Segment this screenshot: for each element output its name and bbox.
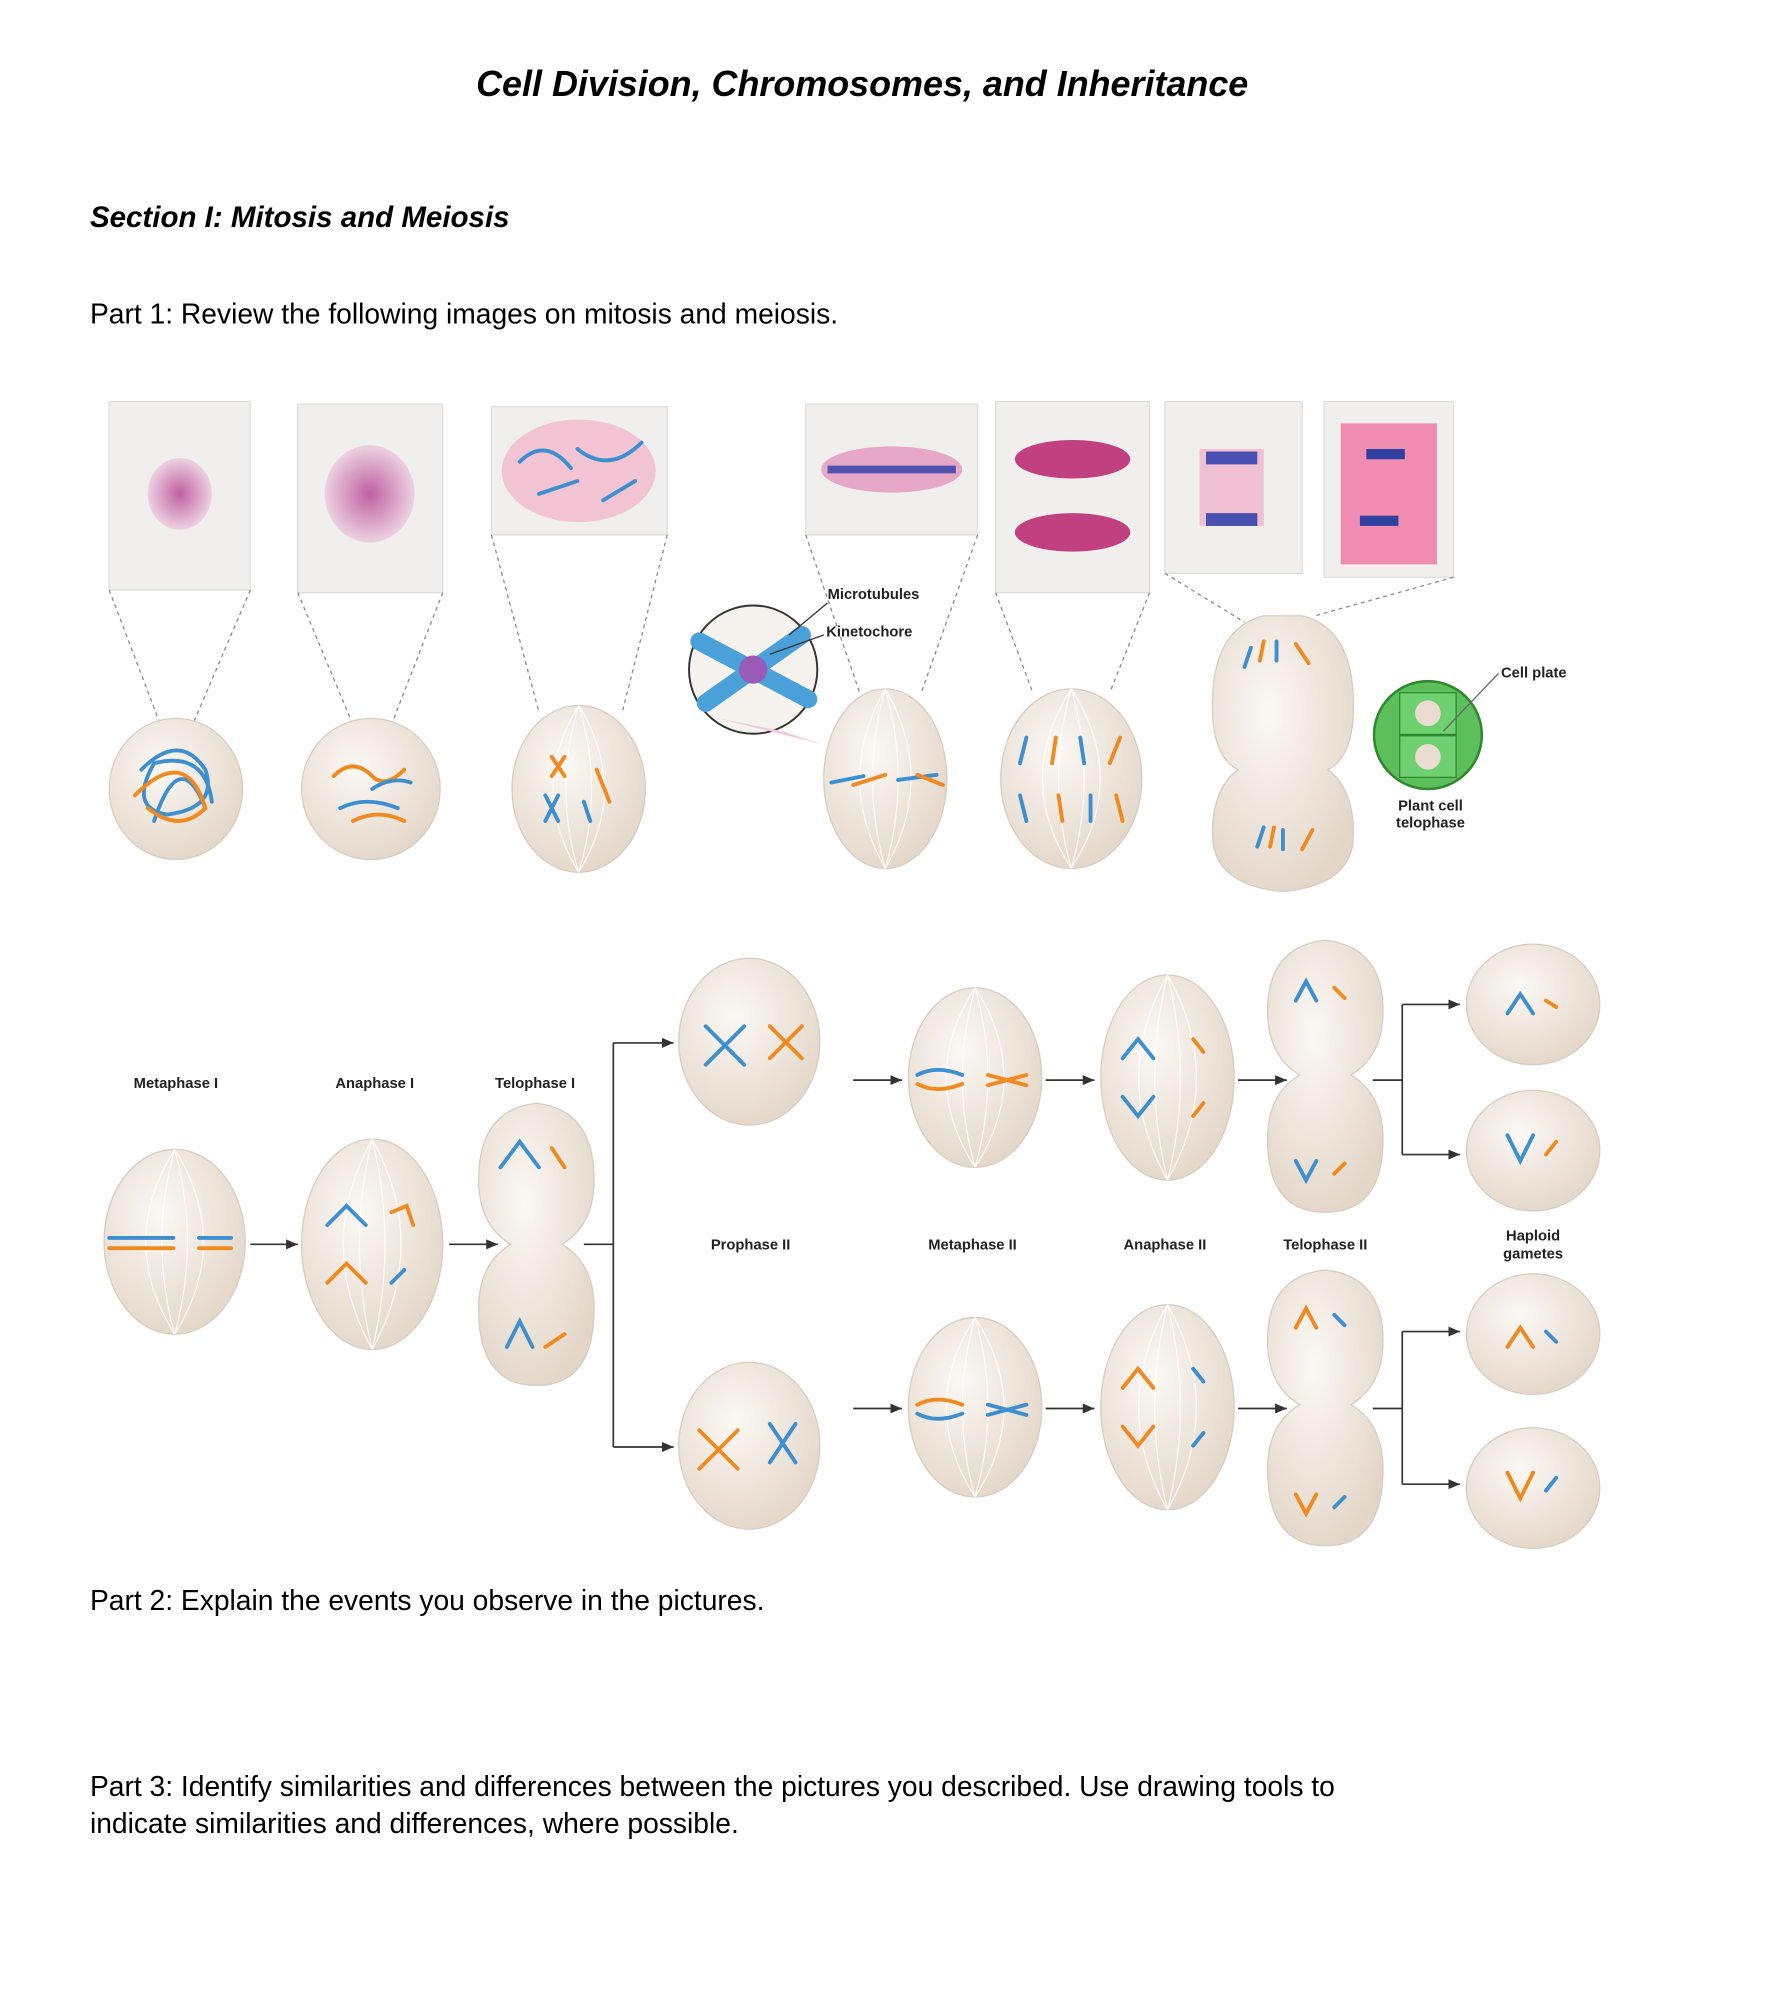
meiosis-figure: Metaphase I Anaphase I Telophase I Proph… <box>103 939 1601 1549</box>
label-microtubules: Microtubules <box>828 587 920 603</box>
flow-arrows <box>250 999 1460 1490</box>
mitosis-cells <box>108 602 1499 893</box>
part2-prompt: Part 2: Explain the events you observe i… <box>90 1584 765 1616</box>
part1-prompt: Part 1: Review the following images on m… <box>90 297 838 329</box>
label-anaphase-1: Anaphase I <box>335 1076 414 1092</box>
part3-prompt-line2: indicate similarities and differences, w… <box>90 1807 739 1839</box>
telophase-cell <box>1211 615 1355 893</box>
page-title: Cell Division, Chromosomes, and Inherita… <box>476 63 1248 104</box>
label-telophase: telophase <box>1396 815 1465 831</box>
label-metaphase-1: Metaphase I <box>134 1076 218 1092</box>
label-haploid: Haploid <box>1506 1228 1560 1244</box>
label-plant-cell: Plant cell <box>1398 799 1463 815</box>
label-kinetochore: Kinetochore <box>826 624 912 640</box>
label-metaphase-2: Metaphase II <box>928 1237 1017 1253</box>
micrographs <box>108 400 1455 594</box>
label-cell-plate: Cell plate <box>1501 665 1567 681</box>
label-anaphase-2: Anaphase II <box>1124 1237 1207 1253</box>
section-heading: Section I: Mitosis and Meiosis <box>90 201 510 234</box>
label-telophase-1: Telophase I <box>495 1076 575 1092</box>
part3-prompt-line1: Part 3: Identify similarities and differ… <box>90 1770 1335 1802</box>
meiosis-cells <box>103 939 1601 1549</box>
mitosis-figure: Microtubules Kinetochore Cell plate Plan… <box>108 400 1567 893</box>
label-gametes: gametes <box>1503 1246 1563 1262</box>
micrograph-anaphase <box>994 400 1151 594</box>
connector-lines <box>108 534 1454 726</box>
label-telophase-2: Telophase II <box>1283 1237 1367 1253</box>
label-prophase-2: Prophase II <box>711 1237 791 1253</box>
